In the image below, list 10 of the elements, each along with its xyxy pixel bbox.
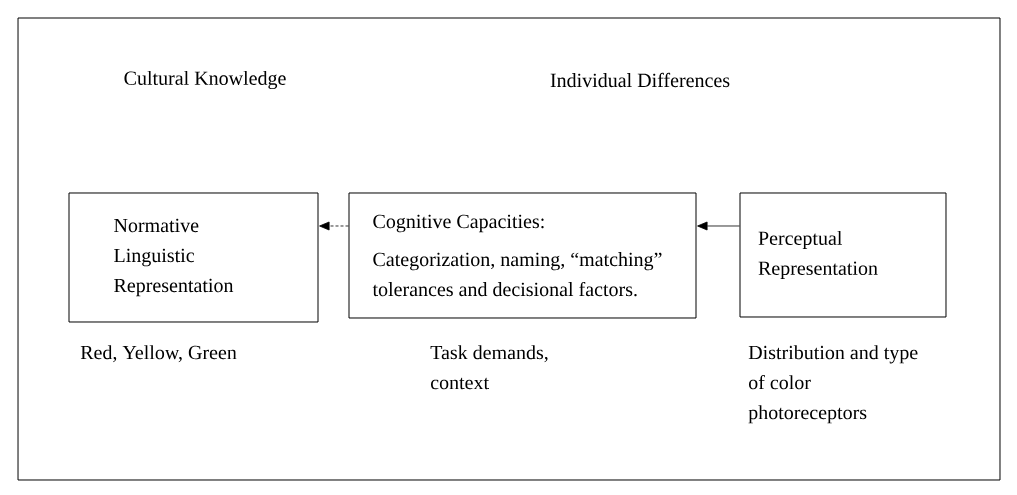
node-label: Red, Yellow, Green <box>80 345 237 363</box>
arrow <box>319 221 349 231</box>
box: Normative Linguistic Representation <box>68 192 319 323</box>
arrow <box>697 221 740 231</box>
node-label: Task demands, context <box>430 345 548 390</box>
heading: Cultural Knowledge <box>124 70 286 90</box>
box: Perceptual Representation <box>739 192 947 318</box>
heading: Individual Differences <box>550 72 730 88</box>
box: Cognitive Capacities: Categorization, naming, “matching” tolerances and decisional factors. <box>348 192 697 319</box>
node-label: Distribution and type of color photoreceptors <box>748 345 918 424</box>
